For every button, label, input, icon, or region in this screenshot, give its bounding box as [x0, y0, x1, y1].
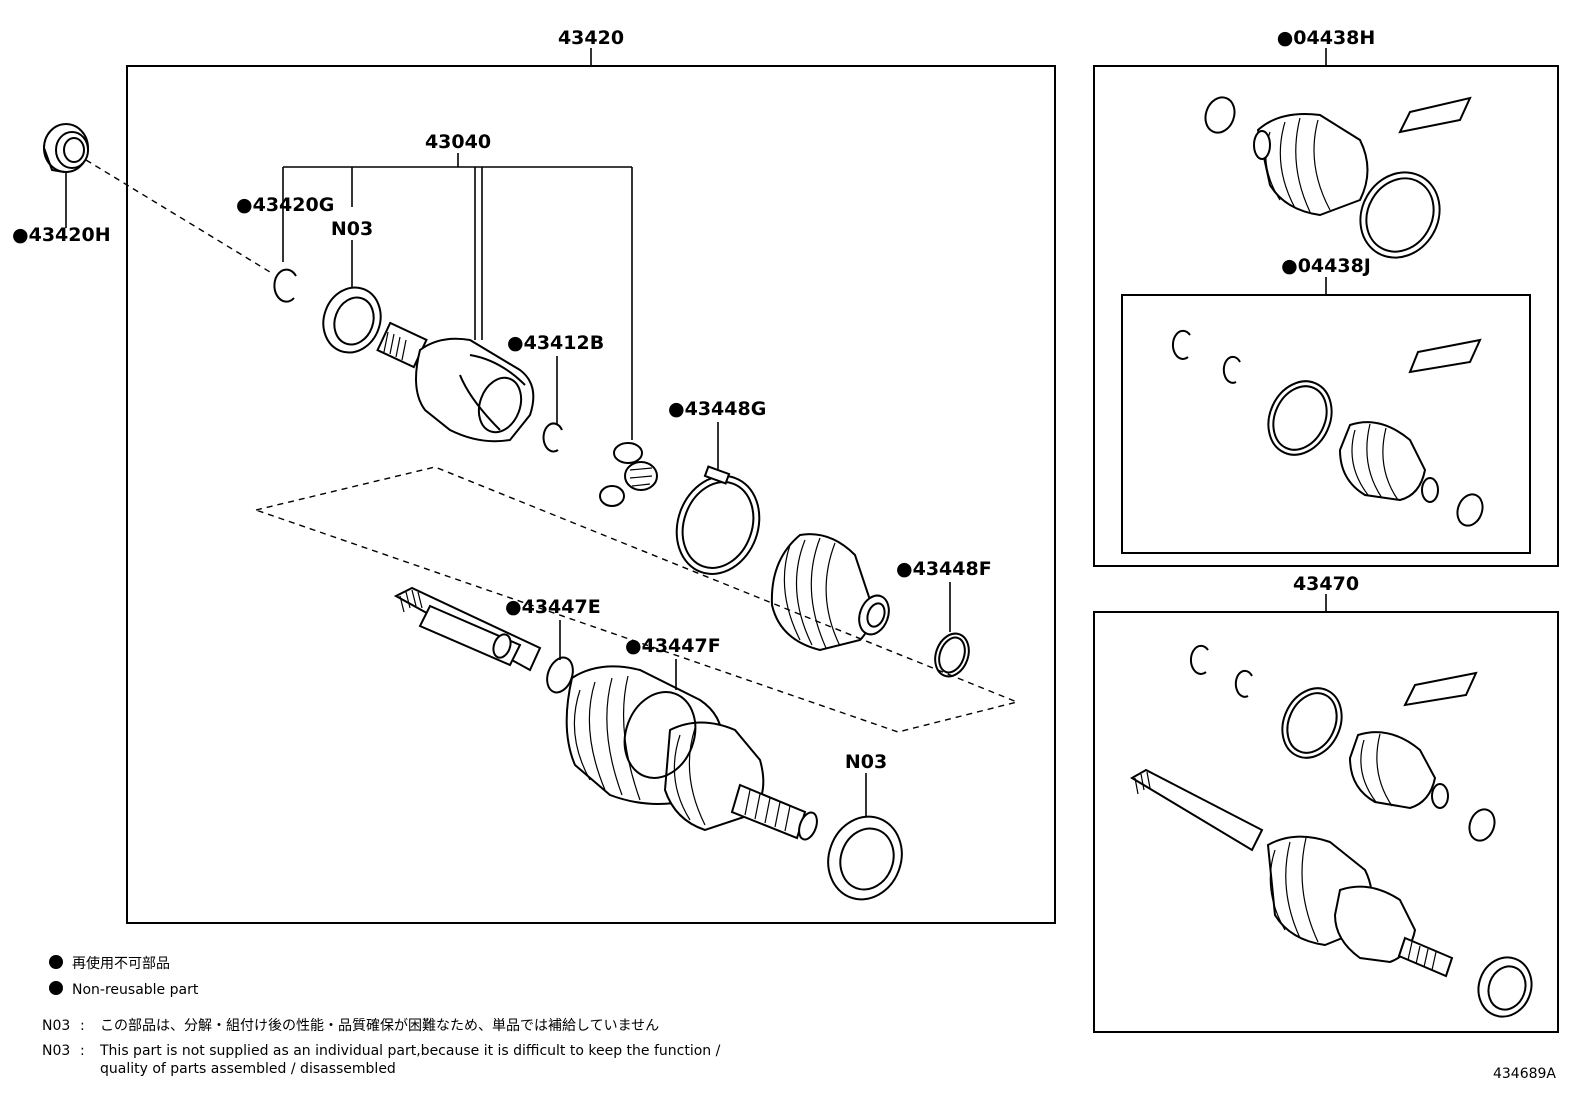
- label-43447f: 43447F: [642, 635, 721, 657]
- note-code-en: N03: [42, 1043, 70, 1059]
- drive-shaft-part: [393, 586, 818, 841]
- note-sep-en: :: [80, 1043, 85, 1059]
- legend-dot-jp: [49, 955, 63, 969]
- boot-clamp-43447e-part: [546, 656, 574, 694]
- figure-id: 434689A: [1493, 1066, 1556, 1082]
- note-en-line2: quality of parts assembled / disassemble…: [100, 1061, 396, 1077]
- tripod-joint-part: [599, 442, 658, 507]
- svg-text:●43412B: ●43412B: [507, 332, 604, 354]
- svg-text:●04438H: ●04438H: [1277, 27, 1376, 49]
- label-43470: 43470: [1293, 573, 1359, 595]
- label-n03-bottom: N03: [845, 751, 887, 773]
- svg-text:●04438J: ●04438J: [1281, 255, 1371, 277]
- note-code-jp: N03: [42, 1018, 70, 1034]
- label-04438j: 04438J: [1298, 255, 1371, 277]
- boot-kit-04438j-frame: [1121, 294, 1531, 554]
- svg-text:●43420G: ●43420G: [236, 194, 334, 216]
- legend-en: Non-reusable part: [72, 982, 199, 998]
- label-43420: 43420: [558, 27, 624, 49]
- boot-kit-04438j-parts: [1171, 329, 1484, 527]
- drive-shaft-43470-parts: [1130, 644, 1533, 1018]
- svg-text:●43420H: ●43420H: [12, 224, 111, 246]
- note-sep-jp: :: [80, 1018, 85, 1034]
- non-reusable-marker: ●: [12, 224, 29, 246]
- boot-clamp-43447f-part: [623, 691, 697, 779]
- snap-ring-43420g-part: [273, 268, 297, 303]
- boot-kit-04438h-parts: [1204, 96, 1472, 259]
- label-43448f: 43448F: [913, 558, 992, 580]
- note-en-line1: This part is not supplied as an individu…: [99, 1043, 721, 1059]
- svg-text:●43448F: ●43448F: [896, 558, 992, 580]
- boot-inner-part: [770, 533, 890, 652]
- label-43448g: 43448G: [685, 398, 767, 420]
- label-n03-top: N03: [331, 218, 373, 240]
- legend-dot-en: [49, 981, 63, 995]
- bearing-43420h-part: [43, 123, 89, 173]
- inner-joint-housing-part: [376, 321, 535, 443]
- svg-text:●43448G: ●43448G: [668, 398, 766, 420]
- label-43412b: 43412B: [524, 332, 605, 354]
- label-43447e: 43447E: [522, 596, 601, 618]
- label-43040: 43040: [425, 131, 491, 153]
- snap-ring-43412b-part: [542, 422, 563, 453]
- oil-seal-bottom-part: [827, 815, 903, 901]
- oil-seal-top-part: [322, 286, 382, 354]
- note-jp: この部品は、分解・組付け後の性能・品質確保が困難なため、単品では補給していません: [100, 1018, 659, 1034]
- boot-clamp-43448g-part: [675, 465, 761, 575]
- label-43420h: 43420H: [29, 224, 111, 246]
- label-04438h: 04438H: [1293, 27, 1375, 49]
- boot-clamp-43448f-part: [934, 632, 970, 678]
- legend-jp: 再使用不可部品: [72, 955, 170, 972]
- label-43420g: 43420G: [253, 194, 335, 216]
- svg-text:●43447F: ●43447F: [625, 635, 721, 657]
- svg-text:●43447E: ●43447E: [505, 596, 601, 618]
- subassembly-outline: [253, 466, 1020, 733]
